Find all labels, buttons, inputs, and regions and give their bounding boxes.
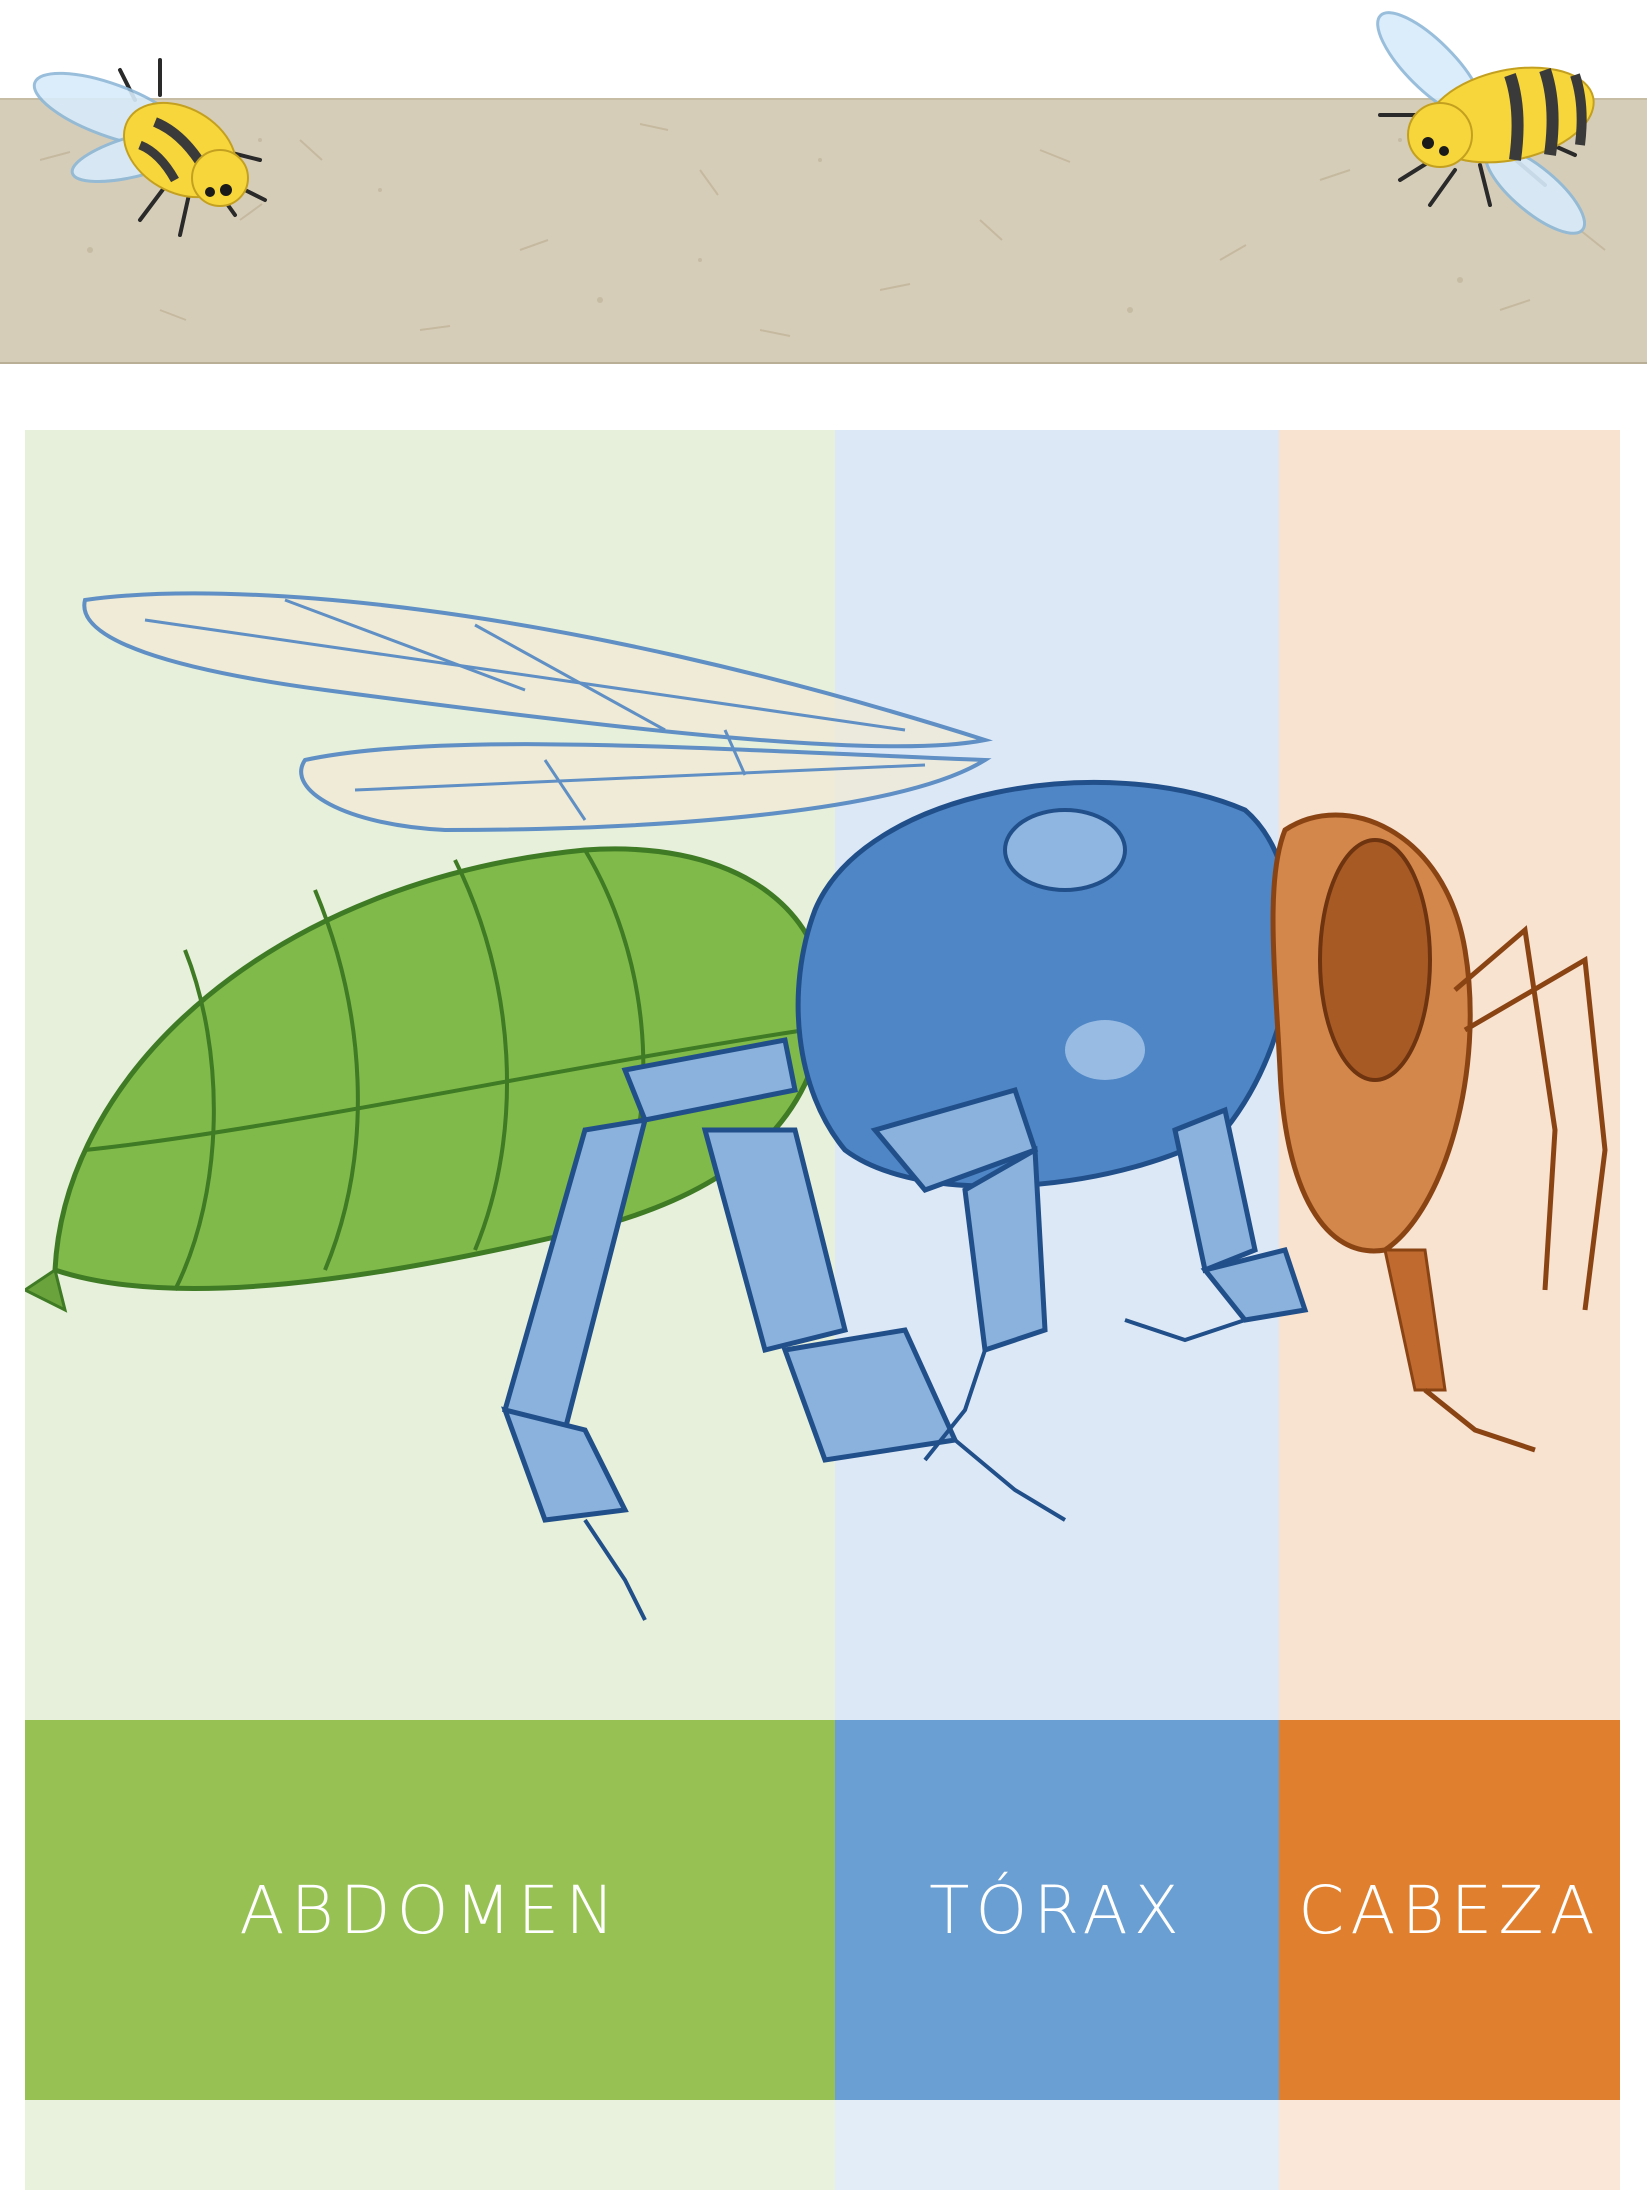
cartoon-bee-icon bbox=[20, 30, 280, 250]
torax-fade bbox=[835, 2100, 1279, 2190]
abdomen-label: ABDOMEN bbox=[239, 1872, 620, 1949]
torax-label-cell: TÓRAX bbox=[835, 1720, 1279, 2100]
cabeza-fade bbox=[1279, 2100, 1620, 2190]
torax-label: TÓRAX bbox=[929, 1872, 1185, 1949]
bee-anatomy-illustration bbox=[25, 430, 1620, 1720]
wings bbox=[84, 593, 985, 830]
head-orange bbox=[1273, 815, 1605, 1450]
cabeza-label: CABEZA bbox=[1298, 1872, 1601, 1949]
cabeza-label-cell: CABEZA bbox=[1279, 1720, 1620, 2100]
cartoon-bee-icon bbox=[1360, 5, 1620, 245]
abdomen-label-cell: ABDOMEN bbox=[25, 1720, 835, 2100]
abdomen-fade bbox=[25, 2100, 835, 2190]
